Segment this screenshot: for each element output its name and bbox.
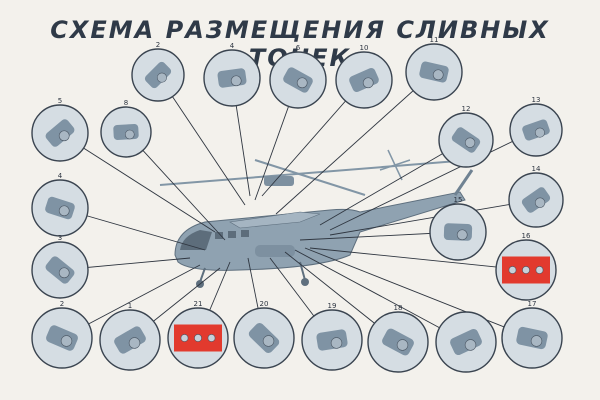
callout-number: 13 (532, 96, 541, 104)
callout-18: 18 (367, 304, 429, 373)
valve-block-icon (451, 127, 481, 153)
gear-box-icon (45, 256, 75, 284)
callout-number: 16 (522, 232, 531, 240)
drain-valve-icon (443, 223, 473, 241)
valve-assembly-icon (349, 67, 379, 93)
pump-housing-icon (45, 196, 75, 220)
callout-2: 2 (131, 41, 185, 102)
pipe-bend-icon (45, 119, 75, 147)
callout-number: 15 (454, 196, 463, 204)
pipe-joint-icon (522, 119, 550, 141)
callout-17: 17 (501, 300, 563, 369)
callout-number: 11 (430, 36, 439, 44)
tube-coupling-icon (521, 187, 551, 213)
callout-13: 13 (509, 96, 563, 157)
callout-21: 21 (167, 300, 229, 369)
callout-4: 4 (31, 172, 89, 237)
callout-2: 2 (31, 300, 93, 369)
callout-number: 2 (156, 41, 160, 49)
callout-number: 10 (360, 44, 369, 52)
pipe-elbow-icon (217, 68, 247, 88)
valve-cross-icon (248, 322, 280, 354)
callout-16: 16 (495, 232, 557, 301)
tap-fitting-icon (46, 325, 78, 351)
filter-cylinder-icon (283, 67, 313, 93)
callout-11: 11 (405, 36, 463, 101)
callout-20: 20 (233, 300, 295, 369)
callout-number: 1 (128, 302, 132, 310)
callout-12: 12 (438, 105, 494, 168)
callout-number: 2 (60, 300, 64, 308)
callout-19: 19 (301, 302, 363, 371)
leader-line (294, 249, 467, 343)
callout-4: 4 (203, 42, 261, 107)
red-panel-icon (502, 256, 550, 284)
drain-cap-icon (419, 61, 449, 83)
callout-6: 6 (269, 44, 327, 109)
callout-5: 5 (31, 97, 89, 162)
callout-number: 19 (328, 302, 337, 310)
drain-plug-icon (113, 124, 139, 140)
leader-line (309, 247, 527, 271)
fitting-detail-icon (144, 61, 172, 89)
pipe-clamp-icon (450, 328, 482, 356)
callout-number: 12 (462, 105, 471, 113)
callout-10: 10 (335, 44, 393, 109)
leader-line (319, 139, 467, 226)
tube-elbow-icon (516, 326, 548, 350)
callout-number: 4 (58, 172, 63, 180)
leader-line (329, 129, 537, 231)
drain-cup-icon (316, 329, 348, 351)
callout-14: 14 (508, 165, 564, 228)
leader-line (59, 132, 216, 233)
callout-number: 18 (394, 304, 403, 312)
bell-housing-icon (114, 326, 146, 354)
callout-number: 8 (124, 99, 128, 107)
callout-number: 3 (58, 234, 62, 242)
leader-line (304, 247, 533, 339)
callout-8: 8 (100, 99, 152, 158)
callout-15: 15 (429, 196, 487, 261)
callout-number: 14 (532, 165, 541, 173)
callout-number: 5 (58, 97, 62, 105)
callout-number: 20 (260, 300, 269, 308)
callout-1: 1 (99, 302, 161, 371)
callout-number: 17 (528, 300, 537, 308)
callout-number: 21 (194, 300, 203, 308)
callout-number: 4 (230, 42, 235, 50)
callout-x (435, 311, 497, 373)
callout-3: 3 (31, 234, 89, 299)
strut-joint-icon (382, 328, 414, 356)
leader-line (275, 71, 435, 215)
callout-number: 6 (296, 44, 301, 52)
red-bracket-icon (174, 324, 222, 352)
leader-line (329, 199, 537, 236)
